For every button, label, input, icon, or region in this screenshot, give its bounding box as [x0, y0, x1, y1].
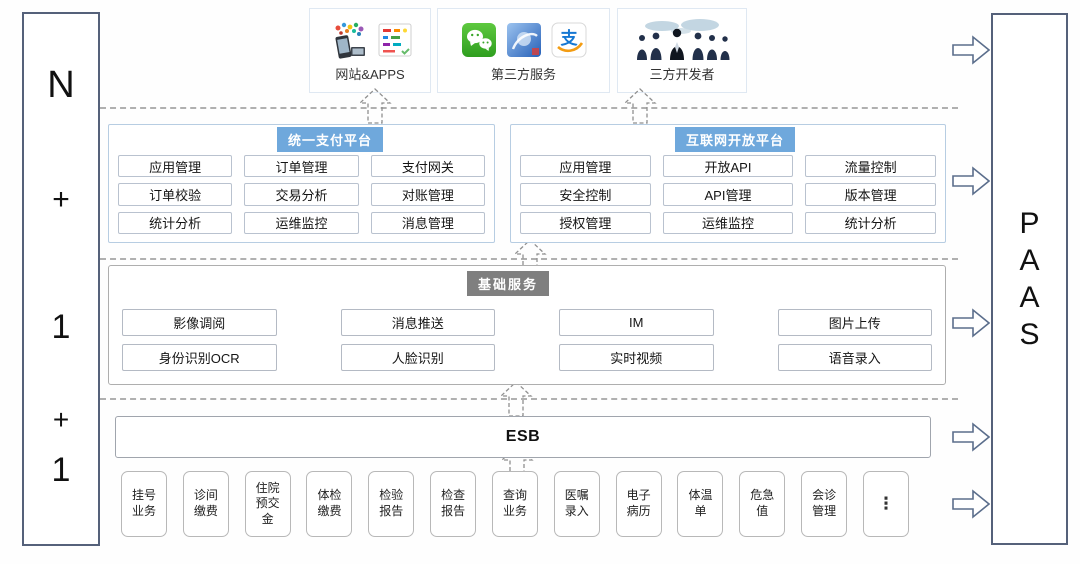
- channel-developers: 三方开发者: [617, 8, 747, 93]
- developers-group-icon: [637, 19, 730, 60]
- business-box: 医嘱 录入: [553, 471, 600, 537]
- base-service: 语音录入: [777, 344, 932, 371]
- business-box: 住院 预交 金: [244, 471, 291, 537]
- phone-apps-icon: [334, 22, 365, 59]
- mobile-service-icon: [506, 23, 541, 57]
- payment-module: 应用管理: [118, 155, 233, 178]
- open-module: API管理: [662, 183, 794, 206]
- payment-module: 订单管理: [244, 155, 359, 178]
- payment-module: 对账管理: [370, 183, 485, 206]
- channel-label: 网站&APPS: [335, 67, 405, 82]
- open-module: 统计分析: [805, 211, 936, 234]
- wechat-icon: [461, 23, 496, 57]
- internet-open-platform: 互联网开放平台 应用管理 开放API 流量控制 安全控制 API管理 版本管理 …: [510, 124, 946, 243]
- base-service: 消息推送: [340, 309, 495, 336]
- up-arrow-esb-to-services-icon: [499, 381, 533, 417]
- right-arrow-esb-icon: [952, 422, 990, 452]
- business-box: 危急 值: [739, 471, 786, 537]
- unified-payment-platform: 统一支付平台 应用管理 订单管理 支付网关 订单校验 交易分析 对账管理 统计分…: [108, 124, 495, 243]
- business-box: 查询 业务: [491, 471, 538, 537]
- base-service: IM: [559, 309, 714, 336]
- svg-text:支: 支: [560, 28, 578, 48]
- paas-char-a1: A: [1019, 243, 1040, 277]
- left-n11-band: N + 1 + 1: [22, 12, 100, 546]
- base-service: 图片上传: [777, 309, 932, 336]
- business-box: 检查 报告: [430, 471, 477, 537]
- band-char-one1: 1: [51, 308, 71, 346]
- business-box: 挂号 业务: [121, 471, 167, 537]
- right-arrow-services-icon: [952, 308, 990, 338]
- payment-platform-title: 统一支付平台: [277, 127, 384, 152]
- up-arrow-open-to-developers-icon: [623, 88, 657, 124]
- business-box: 体温 单: [677, 471, 724, 537]
- open-module: 运维监控: [662, 211, 794, 234]
- base-services-title: 基础服务: [467, 271, 550, 296]
- payment-module: 交易分析: [244, 183, 359, 206]
- alipay-icon: 支: [551, 22, 586, 58]
- channel-label: 三方开发者: [649, 67, 715, 82]
- payment-module: 消息管理: [370, 211, 485, 234]
- band-char-one2: 1: [51, 451, 71, 489]
- paas-band: P A A S: [991, 13, 1068, 545]
- more-ellipsis: ⋮: [862, 471, 909, 537]
- base-services-panel: 基础服务 影像调阅 消息推送 IM 图片上传 身份识别OCR 人脸识别 实时视频…: [108, 265, 946, 385]
- dashed-divider-bottom: [100, 398, 958, 400]
- business-box: 体检 缴费: [306, 471, 353, 537]
- dashed-divider-top: [100, 107, 958, 109]
- open-platform-title: 互联网开放平台: [675, 127, 796, 152]
- payment-module: 统计分析: [118, 211, 233, 234]
- open-module: 版本管理: [805, 183, 936, 206]
- payment-module: 订单校验: [118, 183, 233, 206]
- dashed-divider-middle: [100, 258, 958, 260]
- payment-module: 支付网关: [370, 155, 485, 178]
- paas-char-a2: A: [1019, 280, 1040, 314]
- base-service: 实时视频: [559, 344, 714, 371]
- business-box: 诊间 缴费: [182, 471, 229, 537]
- open-module: 应用管理: [520, 155, 651, 178]
- base-service: 身份识别OCR: [122, 344, 277, 371]
- channel-website-apps: 网站&APPS: [309, 8, 431, 93]
- app-card-icon: [378, 23, 411, 57]
- band-char-n: N: [47, 64, 75, 106]
- business-box: 检验 报告: [368, 471, 415, 537]
- payment-module: 运维监控: [244, 211, 359, 234]
- paas-char-s: S: [1019, 317, 1040, 351]
- channel-third-party-services: 支 第三方服务: [437, 8, 610, 93]
- right-arrow-top-icon: [952, 35, 990, 65]
- band-char-plus2: +: [52, 404, 70, 435]
- base-service: 人脸识别: [340, 344, 495, 371]
- open-module: 授权管理: [520, 211, 651, 234]
- channel-label: 第三方服务: [490, 67, 556, 82]
- business-box: 会诊 管理: [801, 471, 848, 537]
- right-arrow-platforms-icon: [952, 166, 990, 196]
- band-char-plus1: +: [52, 183, 70, 216]
- business-systems-row: 挂号 业务 诊间 缴费 住院 预交 金 体检 缴费 检验 报告 检查 报告 查询…: [121, 471, 909, 537]
- up-arrow-payment-to-apps-icon: [358, 88, 392, 124]
- open-module: 安全控制: [520, 183, 651, 206]
- paas-char-p: P: [1019, 206, 1040, 240]
- esb-bar: ESB: [115, 416, 931, 458]
- open-module: 流量控制: [805, 155, 936, 178]
- base-service: 影像调阅: [122, 309, 277, 336]
- business-box: 电子 病历: [615, 471, 662, 537]
- open-module: 开放API: [662, 155, 794, 178]
- right-arrow-business-icon: [952, 489, 990, 519]
